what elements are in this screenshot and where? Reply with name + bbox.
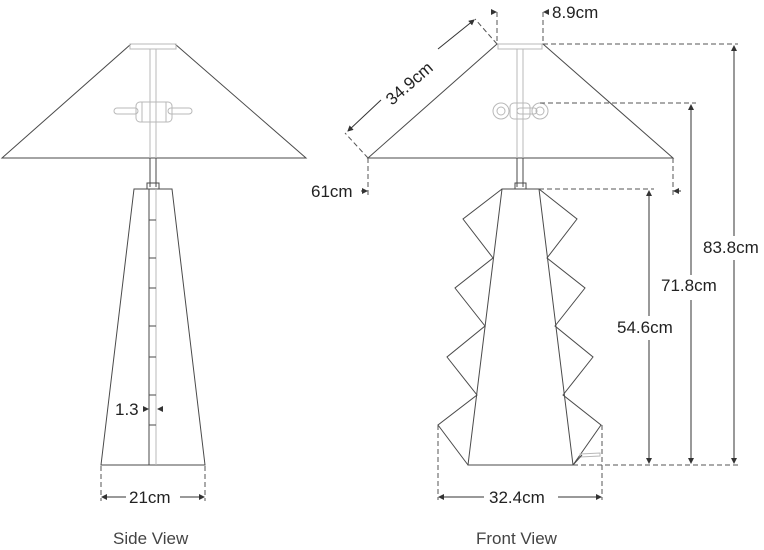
front-base [437, 182, 602, 466]
front-shade-top-dimension: 8.9cm [491, 3, 598, 44]
socket-height-dimension: 71.8cm [661, 104, 717, 464]
side-base-width-label: 21cm [129, 488, 171, 507]
shade-slant-label: 34.9cm [382, 58, 437, 109]
front-socket-icon [492, 102, 549, 120]
side-shade [0, 43, 308, 159]
side-rod [149, 49, 157, 187]
front-base-width-dimension: 32.4cm [437, 425, 603, 507]
side-view-caption: Side View [113, 529, 189, 548]
front-view-caption: Front View [476, 529, 558, 548]
front-shade-slant-dimension: 34.9cm [344, 18, 498, 159]
base-height-label: 54.6cm [617, 318, 673, 337]
side-base [100, 182, 206, 466]
overall-height-label: 83.8cm [703, 238, 759, 257]
front-shade [366, 43, 675, 159]
side-socket-icon [113, 101, 193, 123]
front-view: 8.9cm 34.9cm 61cm 83.8cm [311, 3, 759, 548]
front-rod [516, 49, 524, 187]
overall-height-dimension: 83.8cm [703, 45, 759, 464]
shade-top-width-label: 8.9cm [552, 3, 598, 22]
front-shade-bottom-dimension: 61cm [311, 158, 681, 201]
side-rod-width-dimension: 1.3 [115, 400, 163, 419]
socket-height-label: 71.8cm [661, 276, 717, 295]
base-height-dimension: 54.6cm [617, 190, 673, 464]
front-base-width-label: 32.4cm [489, 488, 545, 507]
shade-bottom-width-label: 61cm [311, 182, 353, 201]
side-rod-width-label: 1.3 [115, 400, 139, 419]
side-base-width-dimension: 21cm [100, 466, 206, 507]
side-view: 1.3 21cm Side View [0, 43, 308, 548]
